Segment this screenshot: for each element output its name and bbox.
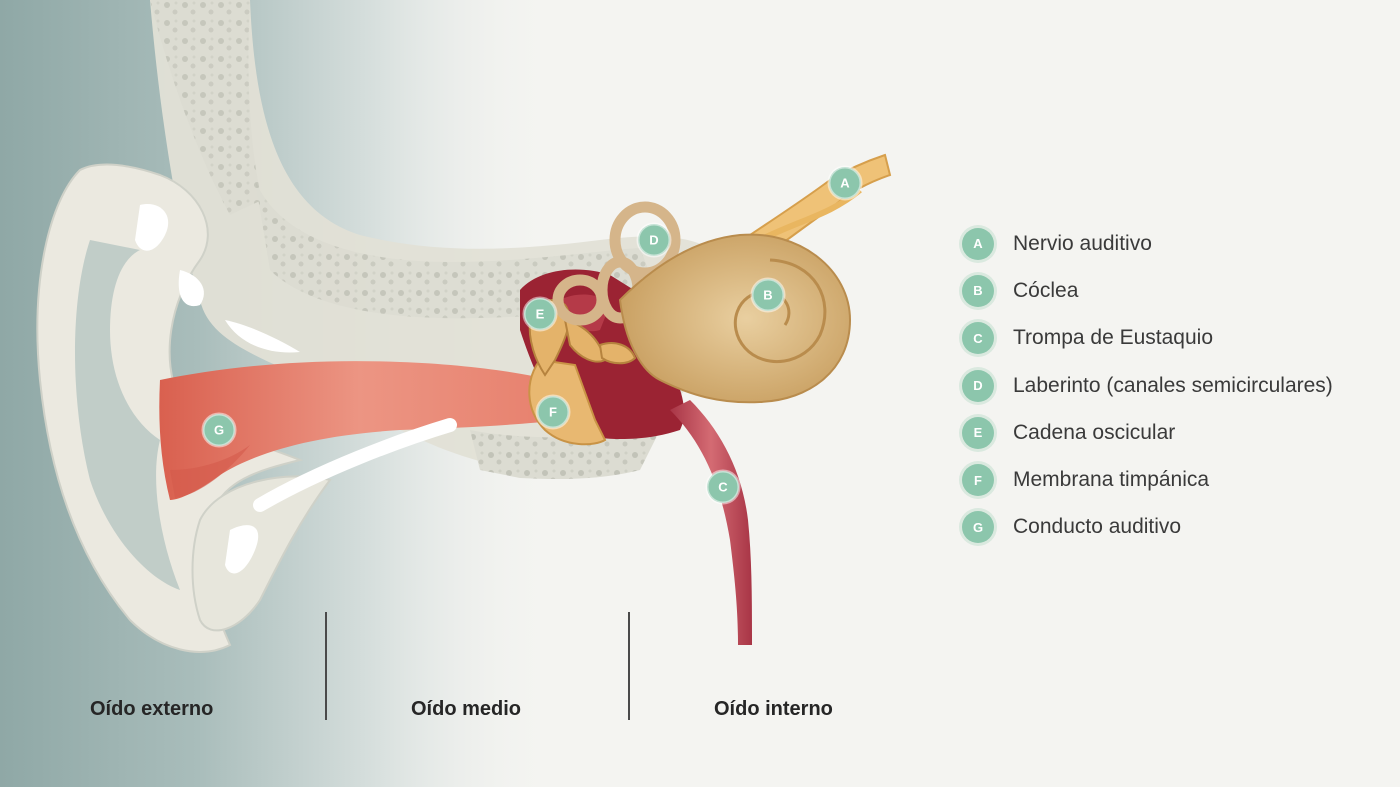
ear-lobe [191, 475, 332, 632]
svg-text:E: E [536, 307, 545, 322]
eustachian-tube [670, 400, 752, 645]
cartilage-highlight-mid [178, 270, 204, 307]
legend-label-g: Conducto auditivo [1013, 515, 1182, 539]
bone-column [150, 0, 262, 215]
legend-item-g: G Conducto auditivo [962, 504, 1392, 551]
svg-text:G: G [214, 423, 224, 438]
legend-badge-f: F [962, 464, 994, 497]
svg-text:C: C [718, 480, 728, 495]
legend-label-e: Cadena oscicular [1013, 420, 1176, 444]
svg-text:F: F [549, 405, 557, 420]
legend-item-b: B Cóclea [962, 267, 1392, 314]
legend-badge-b: B [962, 274, 994, 307]
section-label-middle-ear: Oído medio [411, 698, 521, 720]
section-label-inner-ear: Oído interno [714, 698, 833, 720]
legend-badge-a: A [962, 227, 994, 260]
legend-item-a: A Nervio auditivo [962, 220, 1392, 267]
cartilage-highlight-upper [135, 204, 169, 251]
canal-shadow [170, 445, 250, 498]
legend-item-c: C Trompa de Eustaquio [962, 315, 1392, 362]
marker-d: D [636, 222, 672, 258]
legend-badge-d: D [962, 369, 994, 402]
svg-text:B: B [763, 288, 772, 303]
divider-middle-inner [628, 612, 630, 720]
marker-f: F [535, 394, 571, 430]
svg-text:A: A [840, 176, 850, 191]
legend: A Nervio auditivo B Cóclea C Trompa de E… [962, 220, 1392, 551]
cartilage-highlight-band [225, 320, 300, 353]
legend-item-e: E Cadena oscicular [962, 409, 1392, 456]
marker-a: A [827, 165, 863, 201]
legend-label-f: Membrana timpánica [1013, 468, 1210, 492]
legend-badge-c: C [962, 322, 994, 355]
outer-ear-inner-fold [75, 240, 180, 590]
spongy-bone-lower [470, 430, 660, 480]
section-label-outer-ear: Oído externo [90, 698, 214, 720]
divider-outer-middle [325, 612, 327, 720]
legend-label-a: Nervio auditivo [1013, 231, 1152, 255]
marker-b: B [750, 277, 786, 313]
legend-label-c: Trompa de Eustaquio [1013, 326, 1214, 350]
marker-g: G [201, 412, 237, 448]
svg-text:D: D [649, 233, 658, 248]
legend-label-d: Laberinto (canales semicirculares) [1013, 373, 1333, 397]
ear-canal [159, 361, 561, 500]
canal-lower-cartilage [253, 418, 457, 512]
marker-e: E [522, 296, 558, 332]
cartilage-highlight [225, 525, 259, 574]
legend-badge-e: E [962, 416, 994, 449]
legend-item-d: D Laberinto (canales semicirculares) [962, 362, 1392, 409]
marker-c: C [705, 469, 741, 505]
legend-badge-g: G [962, 511, 994, 544]
legend-label-b: Cóclea [1013, 278, 1079, 302]
legend-item-f: F Membrana timpánica [962, 456, 1392, 503]
